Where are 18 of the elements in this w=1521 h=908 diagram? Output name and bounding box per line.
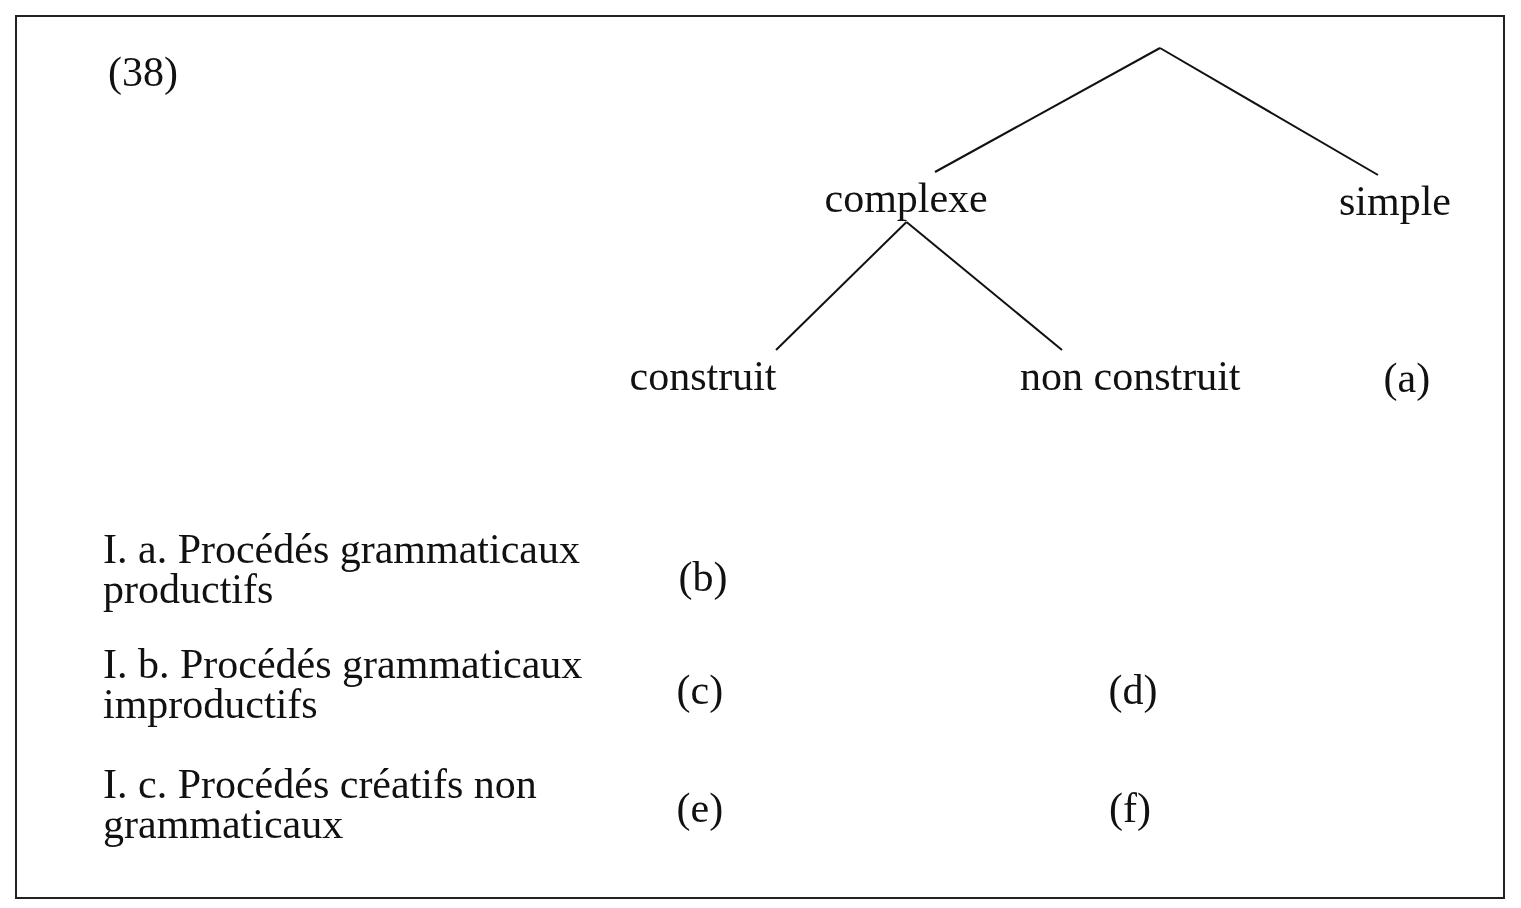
cell-letter: (a) [1383, 356, 1431, 401]
row-heading: I. a. Procédés grammaticaux productifs [103, 530, 581, 610]
tree-branch-line [934, 47, 1161, 173]
cell-letter: (c) [676, 668, 724, 713]
row-heading: I. b. Procédés grammaticaux improductifs [103, 645, 584, 725]
row-heading: I. c. Procédés créatifs non grammaticaux [103, 765, 538, 845]
tree-node-label: non construit [1020, 354, 1241, 399]
tree-branch-line [1159, 47, 1379, 176]
tree-node-label: complexe [824, 176, 988, 221]
cell-letter: (d) [1108, 668, 1158, 713]
tree-branch-line [775, 221, 908, 351]
example-number: (38) [108, 50, 178, 95]
tree-node-label: construit [629, 354, 777, 399]
tree-branch-line [905, 221, 1063, 351]
tree-node-label: simple [1339, 179, 1451, 224]
cell-letter: (b) [678, 555, 728, 600]
cell-letter: (e) [676, 786, 724, 831]
cell-letter: (f) [1109, 786, 1151, 831]
